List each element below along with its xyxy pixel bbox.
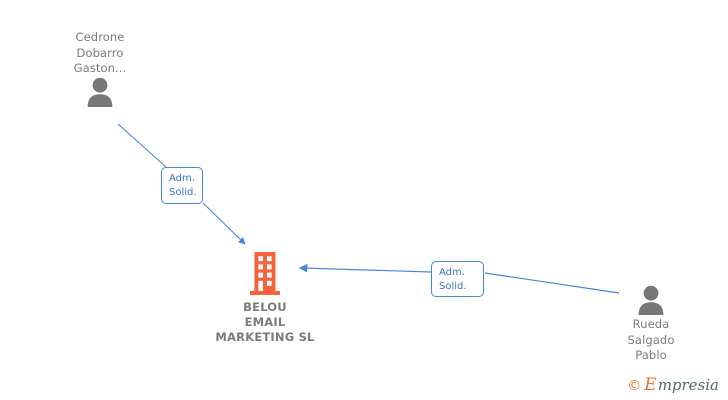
person-cedrone-name-line-3: Gaston... [73, 61, 127, 75]
brand-initial: E [644, 375, 657, 395]
edge-label-rueda-line-2: Solid. [439, 281, 467, 292]
person-avatar-icon [87, 77, 113, 107]
edge-label-cedrone-line-1: Adm. [169, 173, 195, 184]
node-person-rueda[interactable]: Rueda Salgado Pablo [581, 285, 721, 364]
person-cedrone-label: Cedrone Dobarro Gaston... [30, 30, 170, 77]
edge-label-adm-solid-rueda[interactable]: Adm. Solid. [431, 261, 484, 297]
copyright-icon: © [627, 377, 642, 394]
company-belou-name-line-2: EMAIL [244, 315, 286, 329]
person-rueda-label: Rueda Salgado Pablo [581, 317, 721, 364]
empresia-watermark: © E mpresia [627, 377, 719, 394]
brand-name: mpresia [657, 376, 719, 394]
person-cedrone-name-line-1: Cedrone [75, 30, 125, 44]
person-avatar-icon [638, 285, 664, 315]
person-cedrone-name-line-2: Dobarro [76, 45, 124, 60]
person-rueda-name-line-3: Pablo [635, 348, 667, 362]
node-company-belou[interactable]: BELOU EMAIL MARKETING SL [180, 252, 350, 345]
company-belou-label: BELOU EMAIL MARKETING SL [180, 300, 350, 345]
person-rueda-name-line-1: Rueda [632, 317, 670, 331]
connector-label-to-company-top [202, 202, 246, 245]
connector-cedrone-to-label [117, 123, 167, 168]
edge-label-adm-solid-cedrone[interactable]: Adm. Solid. [161, 167, 203, 204]
person-rueda-name-line-2: Salgado [627, 332, 675, 347]
office-building-icon [250, 252, 280, 295]
company-belou-name-line-1: BELOU [243, 300, 287, 314]
edge-label-rueda-line-1: Adm. [439, 267, 465, 278]
node-person-cedrone[interactable]: Cedrone Dobarro Gaston... [30, 30, 170, 107]
company-belou-name-line-3: MARKETING SL [215, 330, 315, 344]
edge-label-cedrone-line-2: Solid. [169, 187, 197, 198]
